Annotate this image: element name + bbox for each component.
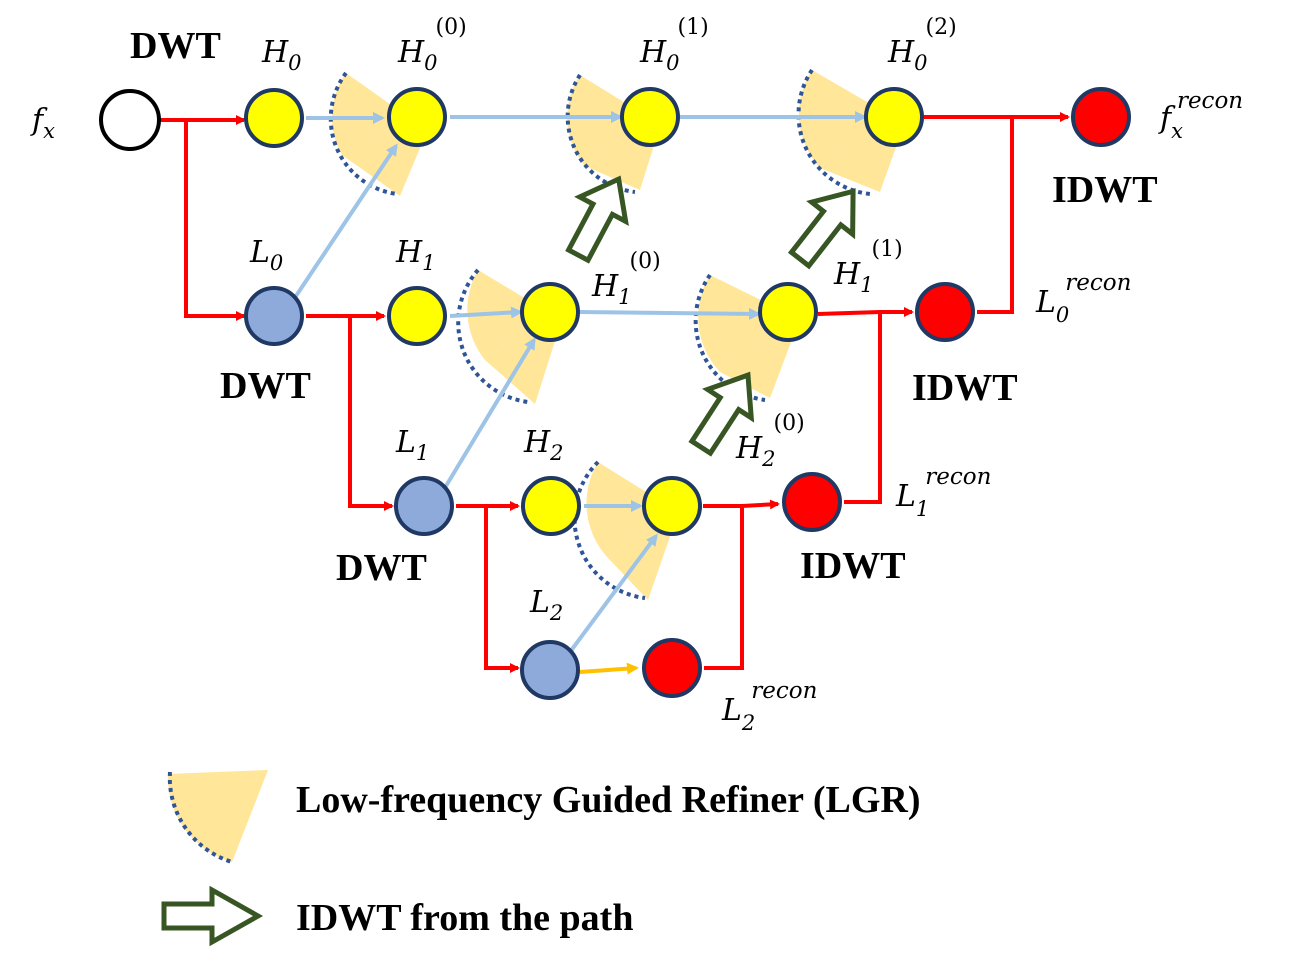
- legend-idwt-path-label: IDWT from the path: [296, 897, 633, 939]
- label-h1-1: H1(1): [833, 237, 903, 297]
- label-dwt-level1: DWT: [336, 547, 427, 589]
- label-idwt-top: IDWT: [1052, 169, 1158, 211]
- edge-l1recon-l0recon: [844, 312, 882, 504]
- label-h0-1: H0(1): [639, 15, 709, 75]
- node-l2-recon: [642, 638, 702, 698]
- label-h1-0: H1(0): [591, 249, 661, 309]
- label-l0: L0: [249, 235, 283, 275]
- node-h0-0: [387, 87, 447, 147]
- legend: Low-frequency Guided Refiner (LGR) IDWT …: [161, 770, 921, 947]
- edge-h1-h1-0: [449, 306, 523, 319]
- hollow-arrow-icon: [565, 175, 629, 264]
- edge-l0-l1: [348, 316, 394, 511]
- edge-l1-h1-0: [444, 337, 536, 488]
- label-h2: H2: [523, 425, 564, 465]
- nodes: [99, 87, 1131, 700]
- label-h0-0: H0(0): [397, 15, 467, 75]
- node-h2: [521, 476, 581, 536]
- edge-input-l0: [184, 120, 246, 321]
- edge-l2-l2recon: [579, 662, 639, 675]
- node-h2-0: [642, 476, 702, 536]
- label-h2-0: H2(0): [735, 411, 805, 471]
- edge-l2recon-l1recon: [704, 506, 744, 670]
- label-idwt-level1: IDWT: [800, 545, 906, 587]
- node-output: [1071, 87, 1131, 147]
- node-h0-2: [864, 87, 924, 147]
- legend-lgr-label: Low-frequency Guided Refiner (LGR): [296, 779, 921, 821]
- guide-paths: [294, 111, 867, 654]
- node-h1-1: [758, 282, 818, 342]
- edge-h1-0-h1-1: [577, 307, 761, 320]
- edge-h1-1-l0recon: [817, 307, 914, 317]
- label-h0-2: H0(2): [887, 15, 957, 75]
- stage-labels: DWT DWT DWT IDWT IDWT IDWT: [130, 25, 1158, 589]
- edge-l1-l2: [484, 506, 520, 673]
- label-h0: H0: [261, 35, 302, 75]
- idwt-path-arrows: [565, 175, 856, 457]
- node-h1: [387, 286, 447, 346]
- edge-h2-0-l1recon: [703, 499, 780, 510]
- node-l0-recon: [915, 282, 975, 342]
- label-idwt-level0: IDWT: [912, 367, 1018, 409]
- label-l1: L1: [395, 425, 429, 465]
- label-l2-recon: L2recon: [721, 678, 817, 735]
- main-flow-paths: [160, 112, 1070, 673]
- node-labels: fx H0 H0(0) H0(1) H0(2) fxrecon L0 H1 H1…: [30, 15, 1243, 735]
- legend-lgr-icon: [167, 770, 268, 864]
- node-l2: [520, 640, 580, 700]
- label-l0-recon: L0recon: [1035, 270, 1131, 327]
- node-h0-1: [620, 87, 680, 147]
- node-l1: [394, 476, 454, 536]
- label-l1-recon: L1recon: [895, 464, 991, 521]
- node-l1-recon: [782, 472, 842, 532]
- node-input: [99, 89, 161, 151]
- edge-l0-h0-0: [294, 143, 398, 298]
- node-l0: [244, 286, 304, 346]
- label-h1: H1: [395, 235, 436, 275]
- label-dwt-top: DWT: [130, 25, 221, 67]
- label-l2: L2: [529, 585, 563, 625]
- edge-l2-h2-0: [568, 533, 658, 654]
- node-h0: [244, 88, 304, 148]
- edge-l0recon-output: [977, 117, 1014, 314]
- label-input: fx: [30, 103, 55, 143]
- label-dwt-level0: DWT: [220, 365, 311, 407]
- legend-hollow-arrow-icon: [161, 885, 264, 947]
- hollow-arrow-icon: [688, 371, 755, 457]
- node-h1-0: [520, 282, 580, 342]
- label-output: fxrecon: [1158, 88, 1243, 143]
- hollow-arrow-icon: [787, 188, 856, 270]
